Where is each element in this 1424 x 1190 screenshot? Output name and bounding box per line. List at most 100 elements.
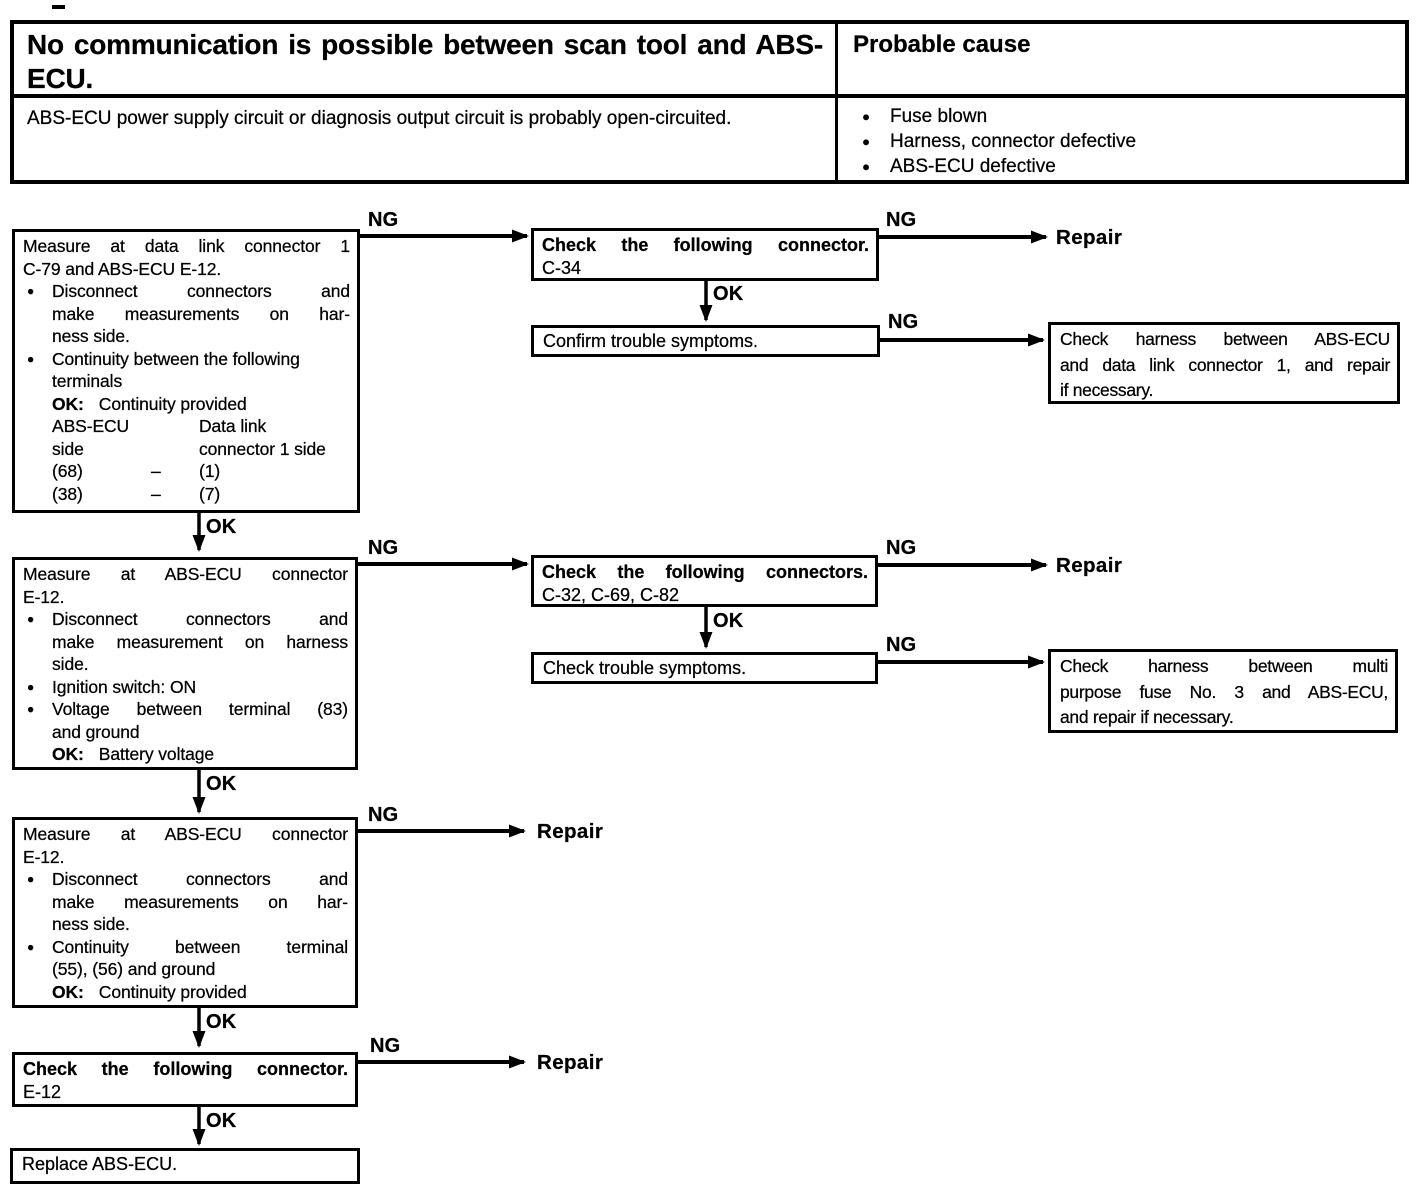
bullet-icon: ● bbox=[862, 109, 870, 124]
connector-code: C-32, C-69, C-82 bbox=[542, 585, 680, 605]
bullet-icon: ● bbox=[27, 679, 35, 694]
dash: – bbox=[151, 483, 161, 504]
ok-label: OK bbox=[206, 516, 237, 538]
cause-item: ● Fuse blown bbox=[838, 104, 1399, 129]
ng-label: NG bbox=[368, 537, 399, 559]
text-line: make measurements on har- bbox=[52, 303, 350, 324]
terminal-value: (1) bbox=[199, 461, 221, 481]
text-line: purpose fuse No. 3 and ABS-ECU, bbox=[1060, 681, 1389, 702]
cause-item: ● Harness, connector defective bbox=[838, 129, 1399, 154]
bullet-item: ● Disconnect connectors and make measure… bbox=[23, 280, 350, 348]
ng-label: NG bbox=[886, 209, 917, 231]
cause-item: ● ABS-ECU defective bbox=[838, 154, 1399, 179]
dash: – bbox=[151, 461, 161, 481]
box-text: Confirm trouble symptoms. bbox=[543, 331, 759, 351]
text-line: Measure at data link connector 1 bbox=[23, 236, 350, 256]
ok-label: OK bbox=[713, 610, 744, 632]
text-line: if necessary. bbox=[1060, 380, 1154, 400]
bullet-item: ● Ignition switch: ON bbox=[23, 676, 348, 699]
causes-cell: ● Fuse blown ● Harness, connector defect… bbox=[838, 98, 1405, 180]
text-line: Continuity between the following bbox=[52, 348, 300, 369]
terminal-col-header: ABS-ECU bbox=[52, 416, 130, 436]
terminal-value: (68) bbox=[52, 461, 83, 481]
ok-value: Continuity provided bbox=[98, 981, 247, 1002]
trouble-symptom-title: No communication is possible between sca… bbox=[27, 29, 823, 94]
scan-mark bbox=[52, 5, 65, 9]
text-line: ness side. bbox=[52, 326, 130, 346]
ng-label: NG bbox=[370, 1035, 401, 1057]
ok-label: OK bbox=[206, 1011, 237, 1033]
terminal-col-header: Data link bbox=[199, 416, 267, 436]
cause-text: ABS-ECU defective bbox=[890, 156, 1056, 177]
text-line: Measure at ABS-ECU connector bbox=[23, 564, 348, 584]
bullet-icon: ● bbox=[27, 939, 35, 954]
terminal-col-header: side bbox=[52, 438, 84, 459]
text-line: Measure at ABS-ECU connector bbox=[23, 824, 348, 844]
bullet-icon: ● bbox=[27, 351, 35, 366]
text-line: and data link connector 1, and repair bbox=[1060, 354, 1391, 375]
box-title: Check the following connector. bbox=[542, 235, 869, 255]
text-line: Disconnect connectors and bbox=[52, 869, 348, 889]
ok-condition: OK: Continuity provided bbox=[23, 981, 348, 1004]
ok-prefix: OK: bbox=[52, 744, 84, 764]
ok-condition: OK: Continuity provided bbox=[23, 393, 350, 416]
ng-label: NG bbox=[888, 311, 919, 333]
connector-code: C-34 bbox=[542, 258, 582, 278]
measure-dlc-box: Measure at data link connector 1 C-79 an… bbox=[12, 229, 360, 513]
ok-label: OK bbox=[713, 283, 744, 305]
text-line: terminals bbox=[52, 371, 123, 391]
text-line: make measurements on har- bbox=[52, 891, 348, 912]
bullet-item: ● Voltage between terminal (83) and grou… bbox=[23, 698, 348, 743]
symptom-description-cell: ABS-ECU power supply circuit or diagnosi… bbox=[14, 98, 838, 180]
ok-value: Continuity provided bbox=[98, 393, 247, 414]
ng-label: NG bbox=[886, 537, 917, 559]
text-line: Continuity between terminal bbox=[52, 936, 348, 957]
ok-prefix: OK: bbox=[52, 393, 84, 414]
text-line: E-12. bbox=[23, 586, 65, 607]
ng-label: NG bbox=[368, 209, 399, 231]
text-line: make measurement on harness bbox=[52, 631, 348, 652]
probable-cause-label: Probable cause bbox=[853, 31, 1031, 58]
measure-ecu-ground-box: Measure at ABS-ECU connector E-12. ● Dis… bbox=[12, 817, 358, 1008]
text-line: Voltage between terminal (83) bbox=[52, 699, 348, 719]
trouble-symptom-cell: No communication is possible between sca… bbox=[14, 24, 838, 98]
bullet-item: ● Disconnect connectors and make measure… bbox=[23, 608, 348, 676]
replace-ecu-box: Replace ABS-ECU. bbox=[10, 1148, 360, 1184]
bullet-icon: ● bbox=[27, 612, 35, 626]
repair-action-label: Repair bbox=[537, 1051, 604, 1074]
box-title: Check the following connector. bbox=[23, 1059, 348, 1079]
box-text: Check trouble symptoms. bbox=[543, 658, 747, 678]
ok-condition: OK:Battery voltage bbox=[23, 743, 348, 766]
repair-action-label: Repair bbox=[537, 820, 604, 843]
text-line: Ignition switch: ON bbox=[52, 676, 196, 697]
header-table: No communication is possible between sca… bbox=[10, 20, 1409, 184]
box-title: Check the following connectors. bbox=[542, 562, 868, 582]
ng-label: NG bbox=[886, 634, 917, 656]
text-line: (55), (56) and ground bbox=[52, 959, 216, 979]
check-connectors-box: Check the following connectors. C-32, C-… bbox=[531, 555, 878, 607]
bullet-item: ● Continuity between the following termi… bbox=[23, 348, 350, 393]
ok-label: OK bbox=[206, 773, 237, 795]
symptom-description: ABS-ECU power supply circuit or diagnosi… bbox=[27, 108, 732, 129]
box-text: Replace ABS-ECU. bbox=[22, 1154, 178, 1174]
check-connector-c34-box: Check the following connector. C-34 bbox=[531, 228, 879, 281]
ok-label: OK bbox=[206, 1110, 237, 1132]
text-line: Disconnect connectors and bbox=[52, 609, 348, 629]
text-line: and ground bbox=[52, 721, 140, 742]
text-line: Check harness between ABS-ECU bbox=[1060, 329, 1391, 349]
bullet-icon: ● bbox=[27, 872, 35, 886]
cause-text: Harness, connector defective bbox=[890, 131, 1137, 152]
repair-action-label: Repair bbox=[1056, 554, 1123, 577]
terminal-value: (38) bbox=[52, 483, 83, 504]
text-line: E-12. bbox=[23, 846, 65, 867]
measure-ecu-power-box: Measure at ABS-ECU connector E-12. ● Dis… bbox=[12, 557, 358, 770]
bullet-icon: ● bbox=[27, 702, 35, 716]
harness-fuse-box: Check harness between multi purpose fuse… bbox=[1048, 649, 1398, 733]
confirm-symptoms-box: Confirm trouble symptoms. bbox=[531, 325, 880, 357]
text-line: and repair if necessary. bbox=[1060, 707, 1234, 727]
text-line: side. bbox=[52, 654, 89, 674]
text-line: C-79 and ABS-ECU E-12. bbox=[23, 258, 222, 279]
connector-code: E-12 bbox=[23, 1082, 62, 1102]
ok-prefix: OK: bbox=[52, 981, 84, 1002]
